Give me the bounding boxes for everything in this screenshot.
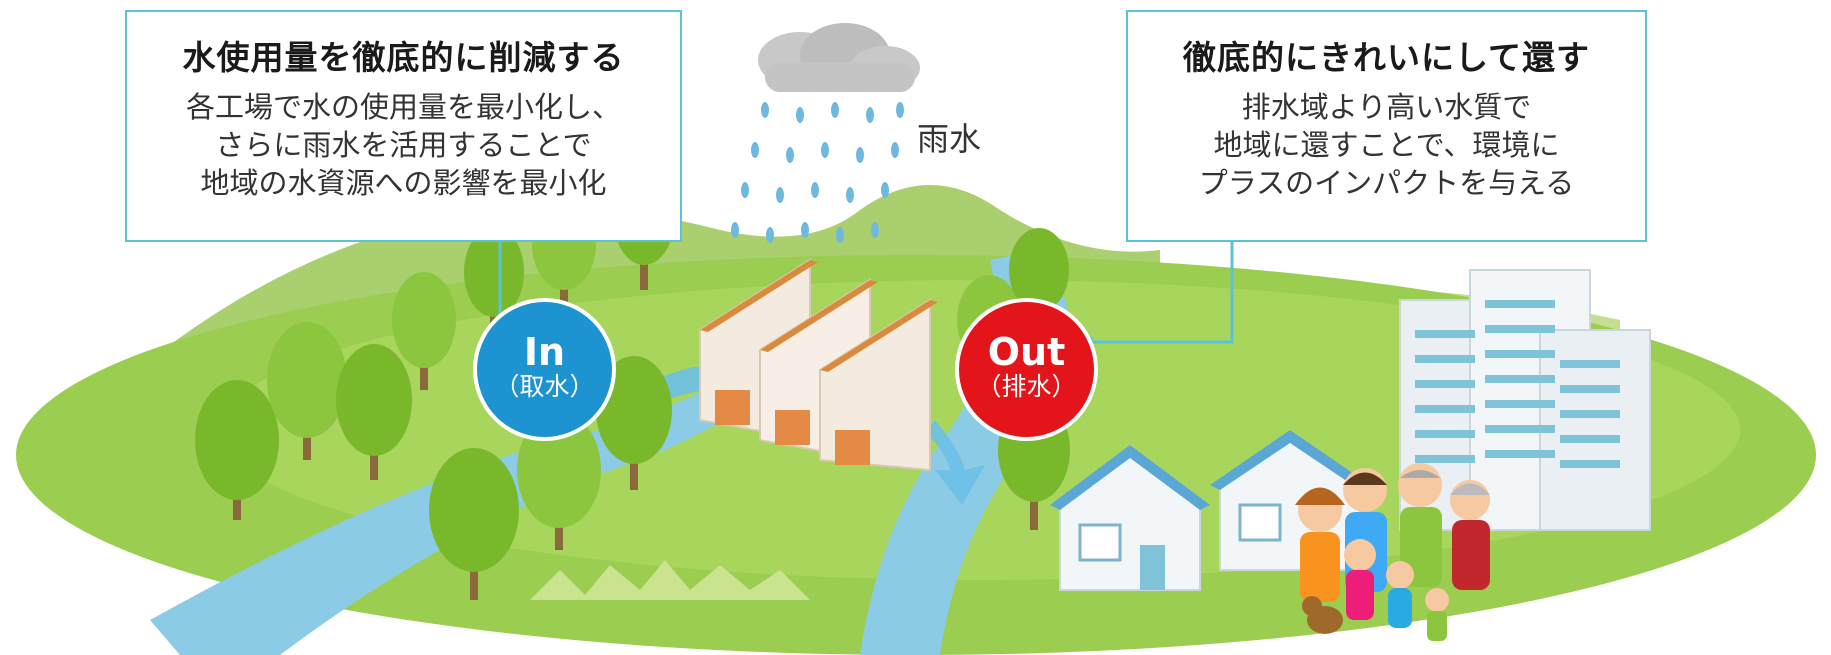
grass-bushes [530,560,810,600]
intake-badge-subtitle: （取水） [494,372,595,401]
family-people [1295,463,1490,641]
callout-left-line: 各工場で水の使用量を最小化し、 [185,90,621,124]
discharge-badge-subtitle: （排水） [976,372,1077,401]
callout-right-line: プラスのインパクトを与える [1198,166,1575,200]
rain-cloud-icon [758,23,920,92]
rain-label: 雨水 [917,120,982,158]
callout-left-title: 水使用量を徹底的に削減する [182,38,625,77]
callout-right-line: 排水域より高い水質で [1241,90,1532,124]
callout-right-title: 徹底的にきれいにして還す [1182,38,1590,77]
callout-right-body: 排水域より高い水質で 地域に還すことで、環境に プラスのインパクトを与える [1128,88,1645,202]
callout-reduce-water-use: 水使用量を徹底的に削減する 各工場で水の使用量を最小化し、 さらに雨水を活用する… [125,10,682,242]
callout-right-line: 地域に還すことで、環境に [1213,128,1560,162]
arrow-outflow-icon [925,420,985,505]
connector-out [1088,242,1234,344]
callout-left-body: 各工場で水の使用量を最小化し、 さらに雨水を活用することで 地域の水資源への影響… [127,88,680,202]
apartment-buildings [1399,269,1651,531]
raindrops-icon [731,102,904,243]
callout-left-line: さらに雨水を活用することで [215,128,592,162]
intake-badge: In （取水） [473,298,616,441]
callout-return-clean-water: 徹底的にきれいにして還す 排水域より高い水質で 地域に還すことで、環境に プラス… [1126,10,1647,242]
discharge-badge-title: Out [987,330,1066,374]
intake-badge-title: In [523,330,566,374]
discharge-badge: Out （排水） [955,298,1098,441]
factory-building [699,258,938,472]
callout-left-line: 地域の水資源への影響を最小化 [200,166,607,200]
